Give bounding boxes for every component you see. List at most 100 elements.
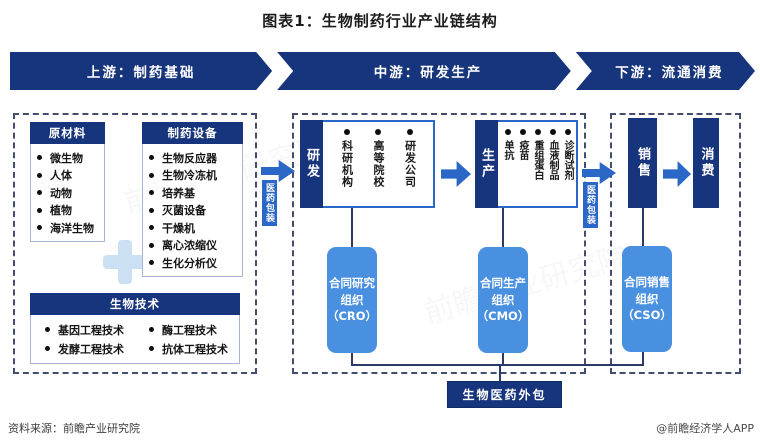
biotech-header: 生物技术 <box>30 293 240 315</box>
list-item: 动物 <box>37 184 100 202</box>
bullet-icon <box>37 155 42 161</box>
consumption-block: 消费 <box>693 118 719 208</box>
cro-box: 合同研究组织（CRO） <box>327 247 377 353</box>
list-item-label: 植物 <box>50 204 72 218</box>
bullet-icon <box>149 225 154 231</box>
cso-box: 合同销售组织（CSO） <box>622 246 672 352</box>
list-item-label: 干燥机 <box>162 221 195 235</box>
production-item: 重组蛋白 <box>530 129 545 206</box>
list-item: 植物 <box>37 202 100 220</box>
upstream-group-frame <box>13 113 257 374</box>
connector-line <box>502 208 504 247</box>
bullet-icon <box>375 129 381 135</box>
bullet-icon <box>549 129 556 135</box>
production-item-label: 单抗 <box>502 140 513 160</box>
raw-materials-list: 微生物 人体 动物 植物 海洋生物 <box>30 144 105 242</box>
production-item-label: 疫苗 <box>517 140 528 160</box>
list-item: 培养基 <box>149 184 238 202</box>
equipment-list: 生物反应器 生物冷冻机 培养基 灭菌设备 干燥机 离心浓缩仪 生化分析仪 <box>142 144 243 277</box>
connector-line <box>351 208 353 247</box>
bullet-icon <box>45 346 50 351</box>
packaging-label: 医药包装 <box>262 180 277 226</box>
packaging-label: 医药包装 <box>583 182 598 228</box>
production-item-label: 重组蛋白 <box>532 140 543 180</box>
list-item-label: 生物反应器 <box>162 151 217 165</box>
bullet-icon <box>149 207 154 213</box>
connector-line <box>351 364 644 366</box>
packaging-arrow-right: 医药包装 <box>578 162 618 230</box>
list-item-label: 基因工程技术 <box>58 323 124 337</box>
cmo-box: 合同生产组织（CMO） <box>477 247 529 353</box>
list-item: 生物冷冻机 <box>149 167 238 185</box>
bullet-icon <box>37 207 42 213</box>
rd-item: 高等院校 <box>370 129 386 206</box>
production-item: 血液制品 <box>545 129 560 206</box>
list-item-label: 生化分析仪 <box>162 256 217 270</box>
list-item-label: 抗体工程技术 <box>162 342 228 356</box>
equipment-header: 制药设备 <box>142 122 243 144</box>
list-item: 抗体工程技术 <box>149 339 239 358</box>
connector-line <box>499 364 501 382</box>
list-item: 发酵工程技术 <box>45 339 135 358</box>
raw-materials-panel: 原材料 微生物 人体 动物 植物 海洋生物 <box>30 122 105 242</box>
packaging-label-text: 医药包装 <box>264 183 274 223</box>
rd-item-label: 科研机构 <box>340 140 354 188</box>
list-item: 人体 <box>37 167 100 185</box>
right-arrow-icon <box>582 162 616 184</box>
bullet-icon <box>37 172 42 178</box>
production-label: 生产 <box>479 148 494 180</box>
biotech-right-column: 酶工程技术 抗体工程技术 <box>135 318 239 360</box>
biotech-list: 基因工程技术 发酵工程技术 酶工程技术 抗体工程技术 <box>30 315 240 364</box>
list-item: 酶工程技术 <box>149 320 239 339</box>
packaging-arrow-left: 医药包装 <box>256 160 296 228</box>
list-item: 干燥机 <box>149 219 238 237</box>
source-note: 资料来源：前瞻产业研究院 <box>8 422 140 435</box>
list-item-label: 微生物 <box>50 151 83 165</box>
bullet-icon <box>519 129 526 135</box>
bullet-icon <box>343 129 350 135</box>
rd-label: 研发 <box>304 148 319 180</box>
sales-label: 销售 <box>635 147 650 179</box>
bullet-icon <box>149 242 154 248</box>
chain-stage-banner: 上游：制药基础 中游：研发生产 下游：流通消费 <box>10 52 755 90</box>
right-arrow-icon <box>261 160 295 182</box>
bullet-icon <box>149 190 154 196</box>
banner-upstream: 上游：制药基础 <box>10 52 272 90</box>
list-item: 微生物 <box>37 149 100 167</box>
bullet-icon <box>37 190 42 196</box>
production-item-label: 诊断试剂 <box>562 140 573 180</box>
list-item: 海洋生物 <box>37 219 100 237</box>
raw-materials-header: 原材料 <box>30 122 105 144</box>
sales-block: 销售 <box>628 118 657 208</box>
bullet-icon <box>149 260 154 266</box>
list-item-label: 人体 <box>50 169 72 183</box>
list-item: 生化分析仪 <box>149 254 238 272</box>
rd-item-label: 研发公司 <box>403 140 417 188</box>
bullet-icon <box>564 129 571 135</box>
list-item-label: 灭菌设备 <box>162 204 206 218</box>
production-detail-box: 单抗 疫苗 重组蛋白 血液制品 诊断试剂 <box>498 120 578 208</box>
rd-block: 研发 <box>300 120 323 208</box>
figure-title: 图表1：生物制药行业产业链结构 <box>262 12 498 30</box>
midstream-group-frame <box>292 113 586 374</box>
equipment-panel: 制药设备 生物反应器 生物冷冻机 培养基 灭菌设备 干燥机 离心浓缩仪 生化分析… <box>142 122 243 277</box>
production-item: 单抗 <box>500 129 515 206</box>
list-item-label: 海洋生物 <box>50 221 94 235</box>
bullet-icon <box>149 327 154 332</box>
outsourcing-box: 生物医药外包 <box>447 381 562 408</box>
banner-downstream: 下游：流通消费 <box>576 52 755 90</box>
rd-item-label: 高等院校 <box>372 140 385 188</box>
banner-midstream: 中游：研发生产 <box>277 52 571 90</box>
list-item-label: 培养基 <box>162 186 195 200</box>
list-item: 离心浓缩仪 <box>149 237 238 255</box>
list-item: 灭菌设备 <box>149 202 238 220</box>
bullet-icon <box>149 155 154 161</box>
connector-line <box>642 208 644 246</box>
production-item-label: 血液制品 <box>547 140 558 180</box>
connector-line <box>351 353 353 366</box>
credit-note: @前瞻经济学人APP <box>656 422 754 435</box>
connector-line <box>502 353 504 366</box>
list-item: 生物反应器 <box>149 149 238 167</box>
bullet-icon <box>45 327 50 332</box>
